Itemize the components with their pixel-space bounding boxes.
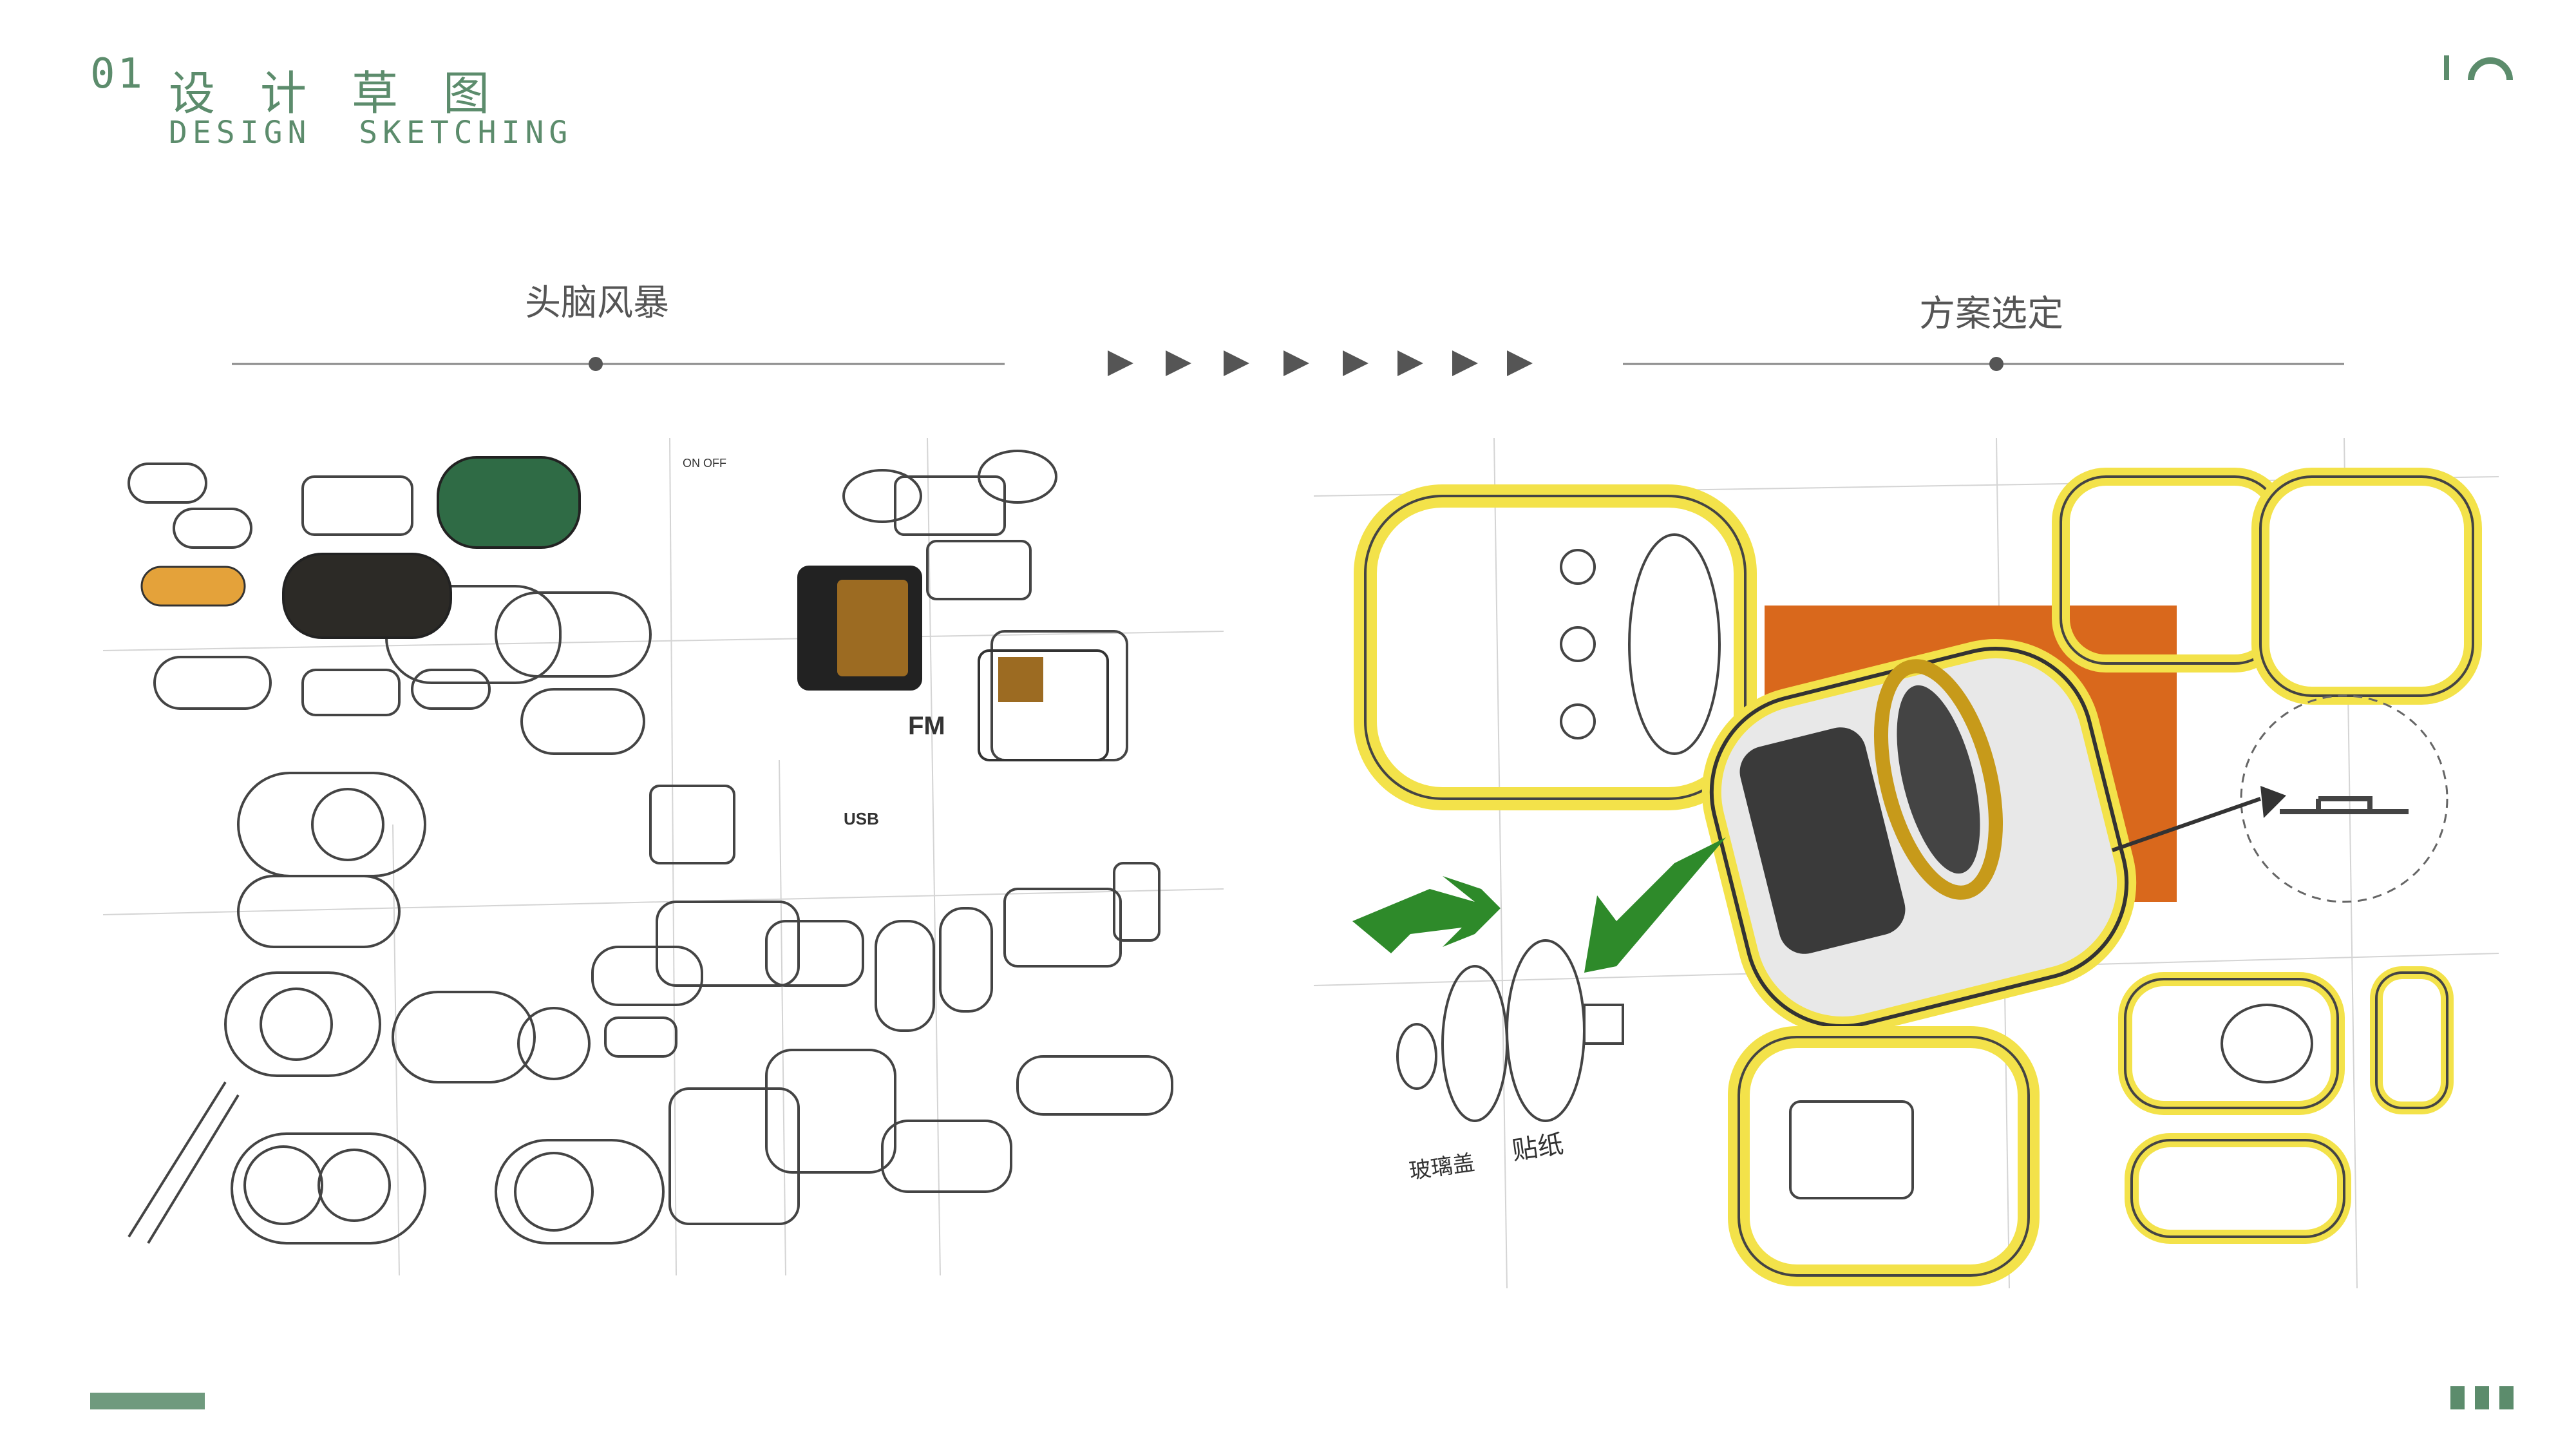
logo-mark-icon [2444, 55, 2513, 80]
note-sticker: 贴纸 [1510, 1129, 1566, 1166]
footer-bars-icon [2450, 1386, 2514, 1409]
page-title: 设计草图 [169, 66, 535, 120]
progress-arrows-icon [1108, 350, 1533, 376]
selected-sketches: 玻璃盖 贴纸 [1314, 438, 2499, 1288]
usb-label: USB [844, 809, 879, 828]
page-subtitle: DESIGN SKETCHING [169, 115, 573, 151]
section-label-selection: 方案选定 [1919, 293, 2063, 335]
fm-label: FM [908, 712, 945, 740]
section-label-brainstorm: 头脑风暴 [525, 282, 669, 324]
divider-left [232, 357, 1005, 371]
divider-right [1623, 357, 2344, 371]
note-glass-cover: 玻璃盖 [1408, 1150, 1477, 1185]
brainstorm-sketches: FM USB ON OFF [103, 438, 1224, 1275]
footer-accent-bar [90, 1393, 205, 1409]
section-number: 01 [90, 50, 146, 98]
on-off-label: ON OFF [683, 457, 726, 470]
